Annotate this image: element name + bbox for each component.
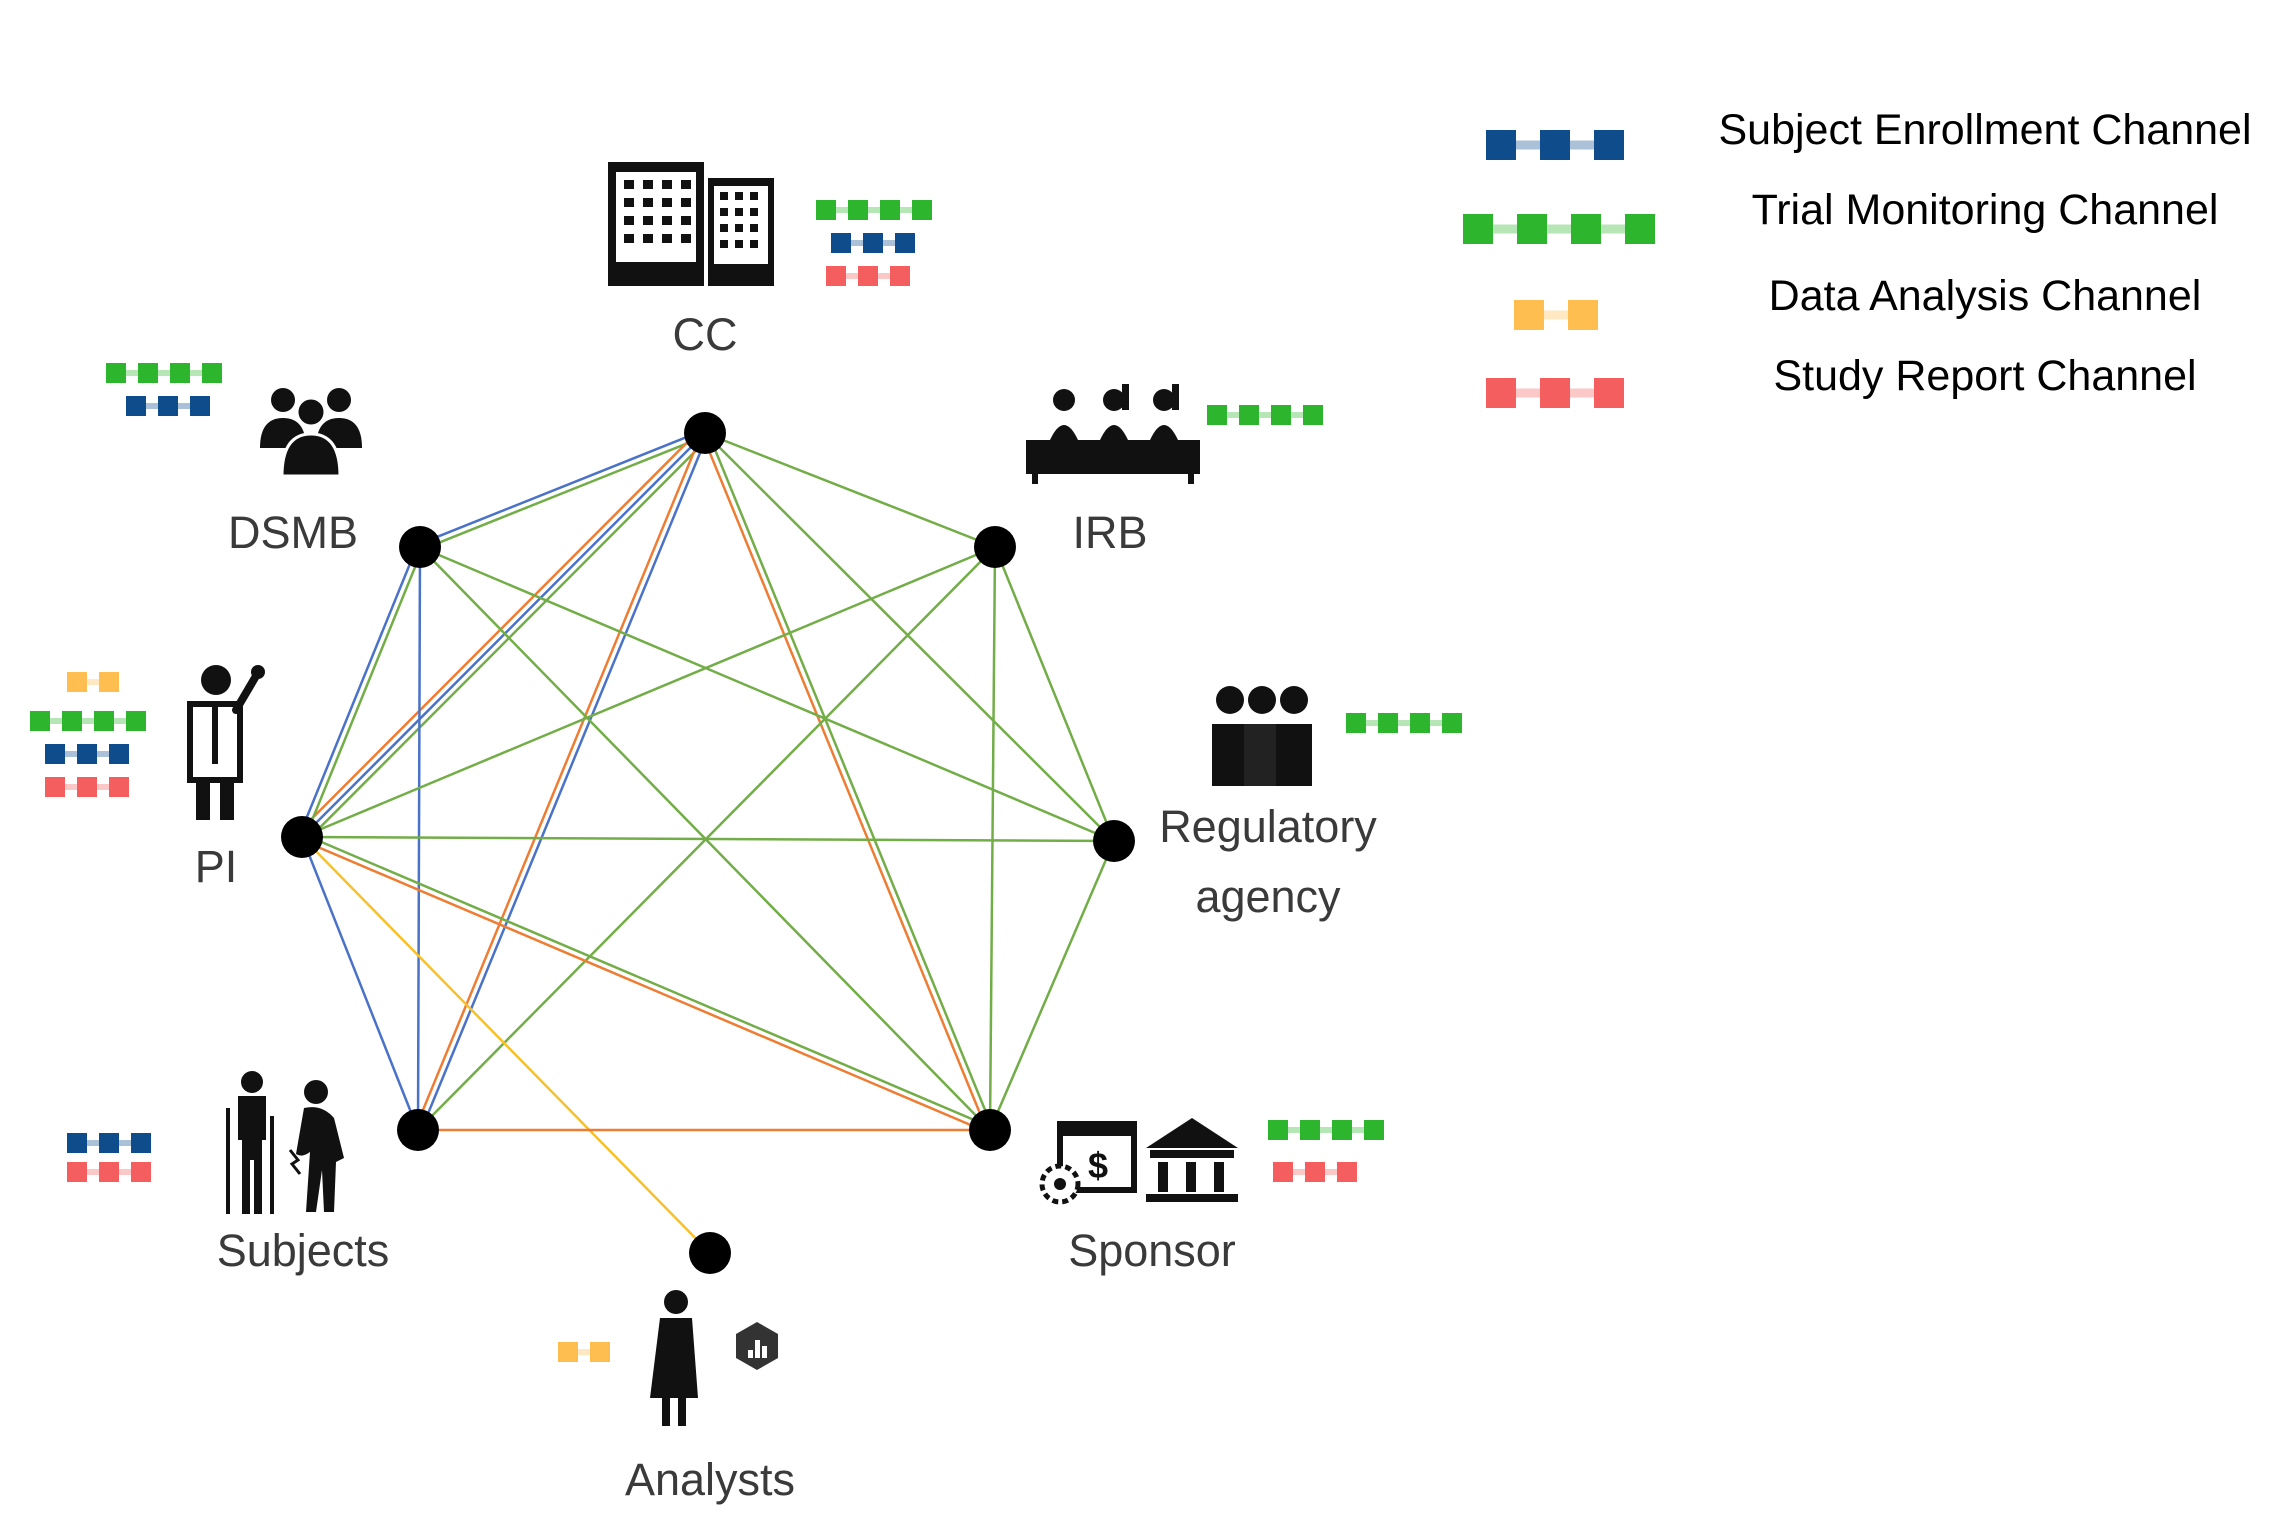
- channel-badge-dsmb-subject_enrollment: [126, 396, 210, 416]
- edge-cc-dsmb-edge_blue: [418, 429, 705, 546]
- edge-cc-pi-edge_green: [305, 436, 711, 843]
- legend-label-study-report: Study Report Channel: [1773, 352, 2196, 400]
- node-label-dsmb: DSMB: [228, 507, 358, 558]
- office-buildings-icon: [608, 162, 774, 286]
- edge-cc-subjects-edge_blue: [419, 433, 709, 1132]
- channel-badges-layer: [30, 200, 1462, 1362]
- edge-pi-sponsor-edge_orange: [300, 838, 990, 1134]
- edge-pi-subjects-edge_blue: [300, 836, 420, 1131]
- channel-badge-irb-trial_monitoring: [1207, 405, 1323, 425]
- channel-badge-cc-trial_monitoring: [816, 200, 932, 220]
- edge-cc-subjects-edge_orange: [414, 431, 704, 1130]
- edge-cc-dsmb-edge_green: [420, 434, 707, 551]
- group-of-people-icon: [260, 388, 362, 478]
- analyst-with-chart-icon: [650, 1290, 778, 1426]
- edge-irb-pi-edge_green: [301, 545, 996, 839]
- legend-swatch-study_report: [1486, 378, 1624, 408]
- nodes-layer: [281, 412, 1135, 1274]
- edge-irb-regulatory-edge_green: [993, 546, 1116, 842]
- node-regulatory: [1093, 820, 1135, 862]
- svg-text:$: $: [1088, 1145, 1108, 1186]
- node-irb: [974, 526, 1016, 568]
- node-label-irb: IRB: [1072, 507, 1147, 558]
- edge-cc-pi-edge_blue: [301, 432, 706, 838]
- edge-dsmb-pi-edge_green: [303, 547, 424, 839]
- legend-label-trial-monitoring: Trial Monitoring Channel: [1752, 186, 2219, 234]
- channel-badge-pi-study_report: [45, 777, 129, 797]
- legend-label-subject-enrollment: Subject Enrollment Channel: [1718, 106, 2251, 154]
- node-label-sponsor: Sponsor: [1068, 1225, 1236, 1276]
- review-board-panel-icon: [1026, 384, 1200, 484]
- node-label-cc: CC: [673, 309, 738, 360]
- channel-badge-sponsor-trial_monitoring: [1268, 1120, 1384, 1140]
- patients-icon: [226, 1071, 344, 1214]
- legend-swatch-trial_monitoring: [1463, 214, 1655, 244]
- edge-irb-sponsor-edge_green: [988, 546, 997, 1131]
- channel-badge-dsmb-trial_monitoring: [106, 363, 222, 383]
- channel-badge-pi-subject_enrollment: [45, 744, 129, 764]
- regulators-group-icon: [1212, 686, 1312, 786]
- node-label-regulatory-line2: agency: [1195, 871, 1341, 922]
- legend-swatches: [1463, 130, 1655, 408]
- channel-badge-cc-subject_enrollment: [831, 233, 915, 253]
- node-cc: [684, 412, 726, 454]
- edge-cc-irb-edge_green: [704, 431, 996, 549]
- channel-badge-subjects-subject_enrollment: [67, 1133, 151, 1153]
- doctor-icon: [187, 665, 265, 820]
- channel-badge-regulatory-trial_monitoring: [1346, 713, 1462, 733]
- edge-cc-regulatory-edge_green: [704, 432, 1115, 842]
- node-pi: [281, 816, 323, 858]
- edge-pi-sponsor-edge_green: [302, 833, 992, 1129]
- edge-cc-pi-edge_orange: [296, 427, 702, 834]
- node-label-subjects: Subjects: [217, 1225, 390, 1276]
- node-sponsor: [969, 1109, 1011, 1151]
- edge-dsmb-regulatory-edge_green: [419, 545, 1115, 843]
- node-subjects: [397, 1109, 439, 1151]
- channel-badge-sponsor-study_report: [1273, 1162, 1357, 1182]
- node-label-regulatory-line1: Regulatory: [1159, 801, 1377, 852]
- edge-pi-regulatory-edge_green: [301, 835, 1115, 843]
- node-dsmb: [399, 526, 441, 568]
- channel-badge-cc-study_report: [826, 266, 910, 286]
- edge-regulatory-sponsor-edge_green: [988, 840, 1116, 1131]
- channel-badge-analysts-data_analysis: [558, 1342, 610, 1362]
- channel-badge-pi-trial_monitoring: [30, 711, 146, 731]
- edges-layer: [296, 427, 1116, 1254]
- channel-badge-subjects-study_report: [67, 1162, 151, 1182]
- node-label-pi: PI: [195, 841, 238, 892]
- legend-swatch-subject_enrollment: [1486, 130, 1624, 160]
- node-analysts: [689, 1232, 731, 1274]
- edge-cc-sponsor-edge_green: [706, 431, 994, 1130]
- node-label-analysts: Analysts: [625, 1454, 795, 1505]
- legend-label-data-analysis: Data Analysis Channel: [1769, 272, 2202, 320]
- edge-dsmb-pi-edge_blue: [298, 545, 419, 837]
- finance-institution-icon: $: [1039, 1118, 1238, 1205]
- edge-cc-sponsor-edge_orange: [701, 433, 989, 1132]
- legend-swatch-data_analysis: [1514, 300, 1598, 330]
- channel-badge-pi-data_analysis: [67, 672, 119, 692]
- edge-pi-analysts-edge_yellow: [301, 836, 711, 1254]
